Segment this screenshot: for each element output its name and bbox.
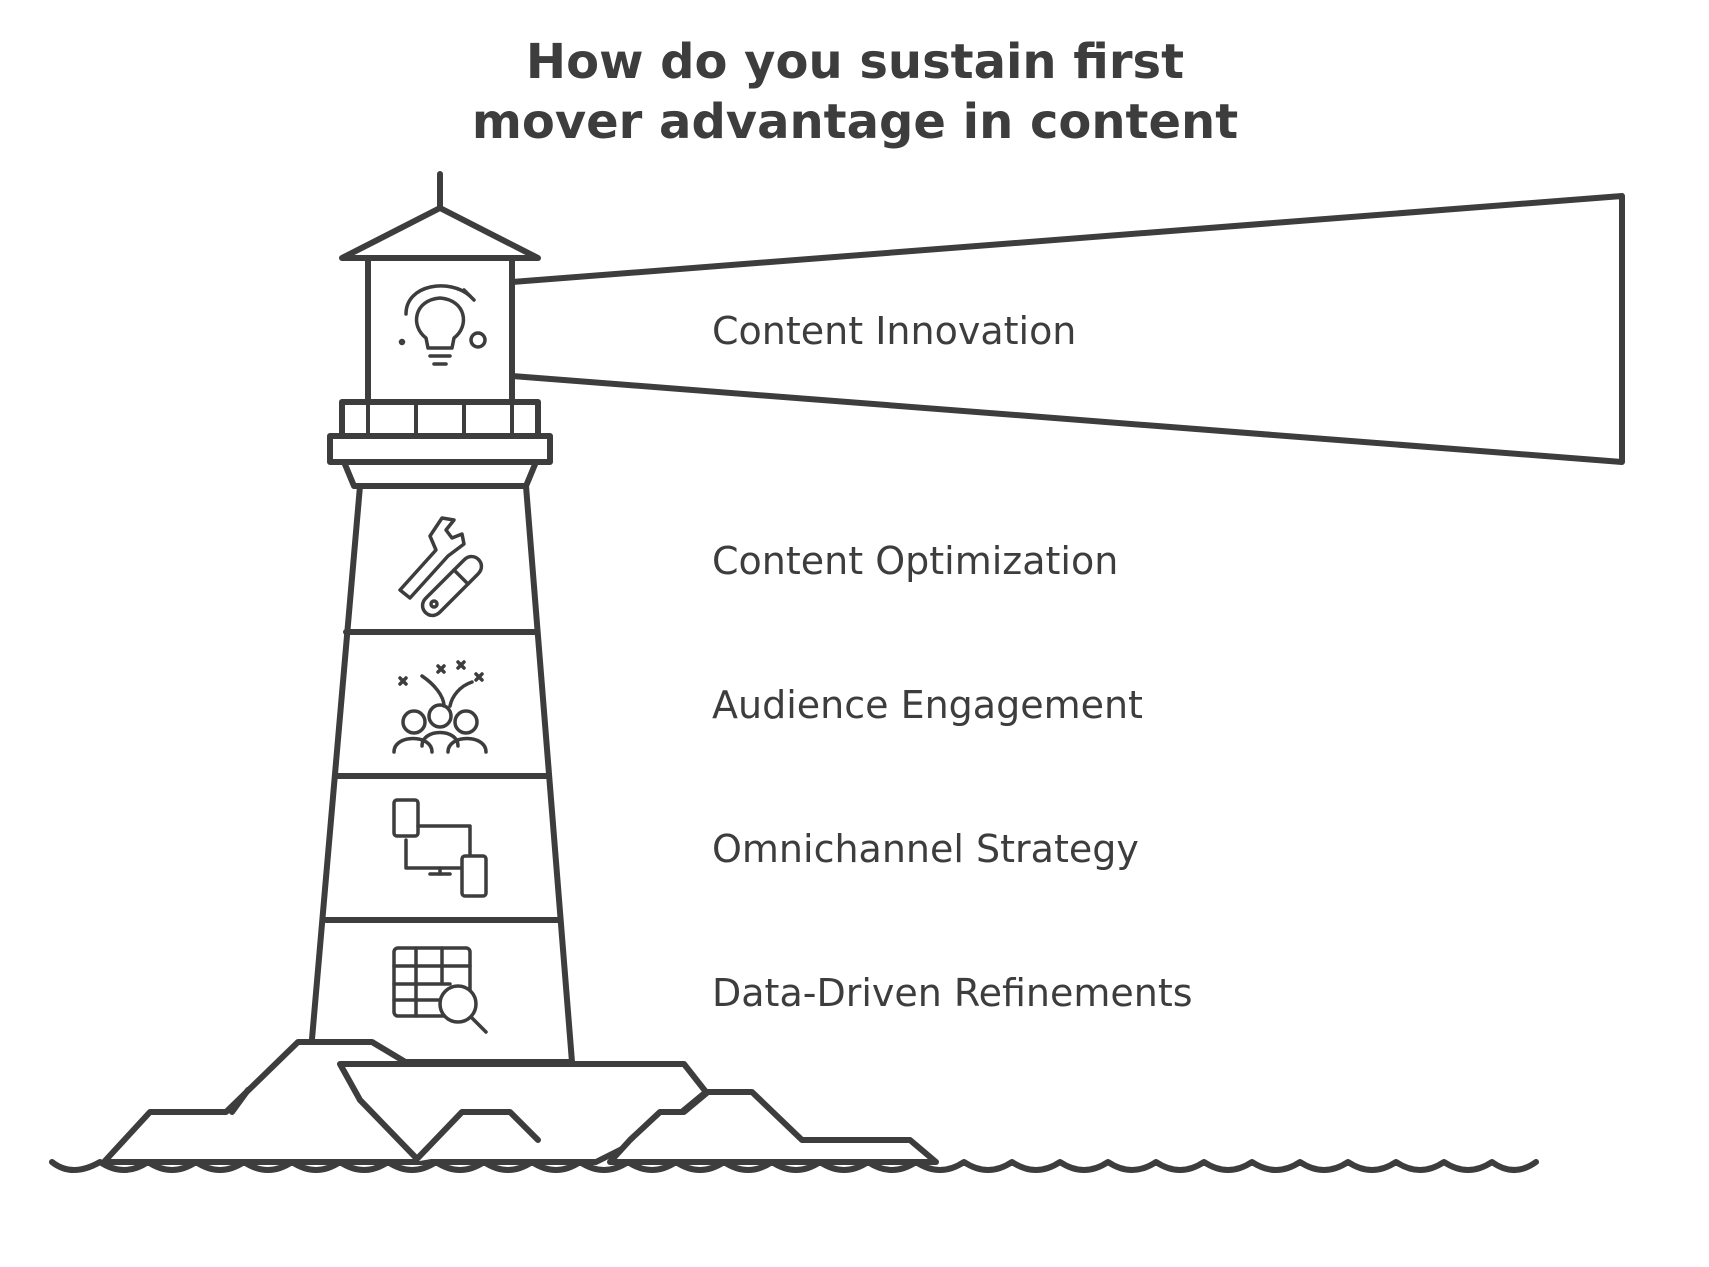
rocks: [101, 1039, 939, 1165]
label-omnichannel-strategy: Omnichannel Strategy: [712, 827, 1139, 871]
audience-celebration-icon: [392, 660, 488, 754]
label-data-driven-refinements: Data-Driven Refinements: [712, 971, 1193, 1015]
gallery-deck: [327, 433, 553, 465]
lighthouse-roof: [339, 205, 541, 261]
label-content-optimization: Content Optimization: [712, 539, 1118, 583]
title-line-1: How do you sustain first: [526, 34, 1184, 90]
label-audience-engagement: Audience Engagement: [712, 683, 1143, 727]
water-waves: [49, 1159, 1539, 1173]
multi-device-icon: [392, 798, 488, 898]
title-line-2: mover advantage in content: [472, 94, 1238, 150]
lightbulb-icon: [398, 284, 487, 366]
wrench-tools-icon: [398, 516, 484, 618]
light-beam: [509, 193, 1625, 465]
gallery-railing: [339, 399, 541, 439]
lantern-room: [365, 255, 515, 405]
diagram-title: How do you sustain first mover advantage…: [472, 34, 1238, 150]
label-content-innovation: Content Innovation: [712, 309, 1076, 353]
data-search-icon: [392, 946, 488, 1034]
gallery-base: [341, 459, 539, 489]
